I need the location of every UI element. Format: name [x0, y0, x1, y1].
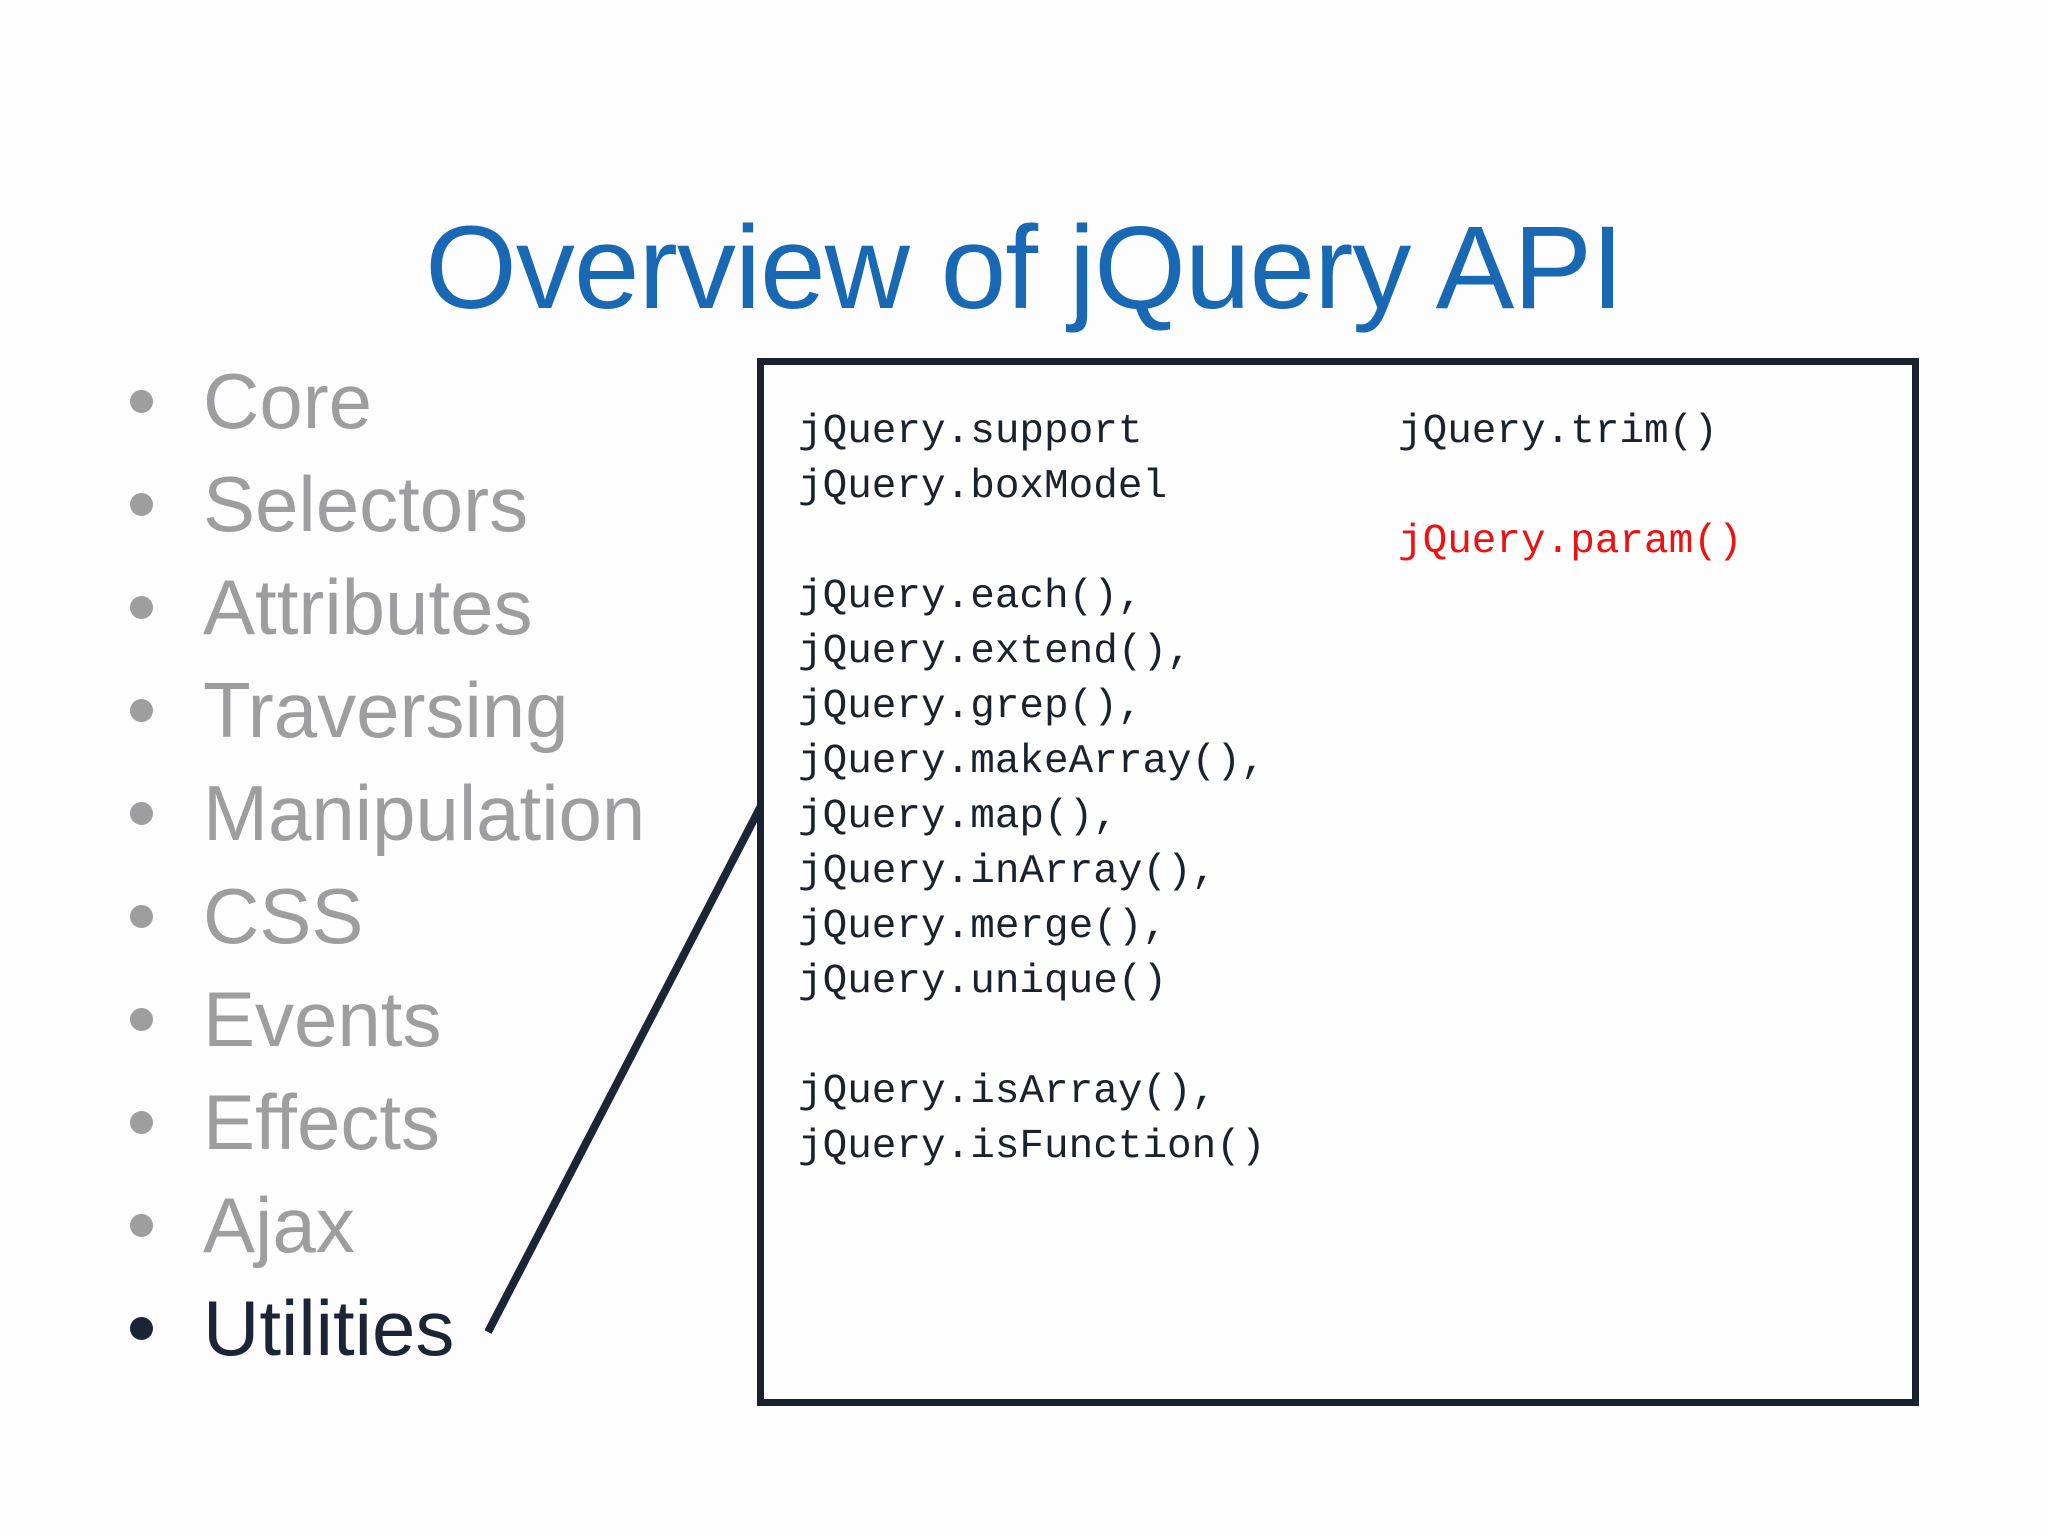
bullet-icon — [130, 493, 153, 516]
list-item-label: CSS — [203, 872, 364, 960]
code-line: jQuery.isArray(), — [798, 1069, 1217, 1115]
bullet-icon — [130, 699, 153, 722]
list-item-ajax: Ajax — [130, 1174, 645, 1277]
code-line: jQuery.unique() — [798, 959, 1168, 1005]
bullet-icon — [130, 1214, 153, 1237]
list-item-traversing: Traversing — [130, 659, 645, 762]
bullet-icon — [130, 905, 153, 928]
code-column-left: jQuery.support jQuery.boxModel jQuery.ea… — [798, 405, 1265, 1175]
list-item-css: CSS — [130, 865, 645, 968]
bullet-icon — [130, 802, 153, 825]
list-item-label: Events — [203, 975, 442, 1063]
list-item-core: Core — [130, 350, 645, 453]
code-line: jQuery.inArray(), — [798, 849, 1217, 895]
code-column-right: jQuery.trim() jQuery.param() — [1398, 405, 1742, 570]
list-item-label: Attributes — [203, 563, 533, 651]
list-item-label: Core — [203, 357, 373, 445]
topic-list: Core Selectors Attributes Traversing Man… — [130, 350, 645, 1380]
list-item-label: Manipulation — [203, 769, 646, 857]
list-item-events: Events — [130, 968, 645, 1071]
list-item-utilities: Utilities — [130, 1277, 645, 1380]
page-title: Overview of jQuery API — [425, 202, 1624, 335]
bullet-icon — [130, 596, 153, 619]
code-box: jQuery.support jQuery.boxModel jQuery.ea… — [757, 358, 1919, 1406]
list-item-effects: Effects — [130, 1071, 645, 1174]
bullet-icon — [130, 1008, 153, 1031]
bullet-icon — [130, 1111, 153, 1134]
list-item-label: Utilities — [203, 1284, 455, 1372]
code-line — [1398, 460, 1742, 515]
code-line: jQuery.trim() — [1398, 409, 1718, 455]
code-line — [798, 515, 1265, 570]
list-item-manipulation: Manipulation — [130, 762, 645, 865]
code-line: jQuery.grep(), — [798, 684, 1143, 730]
bullet-icon — [130, 1317, 153, 1340]
list-item-label: Traversing — [203, 666, 569, 754]
code-line-highlighted: jQuery.param() — [1398, 519, 1743, 565]
code-line: jQuery.makeArray(), — [798, 739, 1266, 785]
bullet-icon — [130, 390, 153, 413]
list-item-label: Selectors — [203, 460, 529, 548]
code-line: jQuery.map(), — [798, 794, 1118, 840]
list-item-selectors: Selectors — [130, 453, 645, 556]
code-line: jQuery.isFunction() — [798, 1124, 1266, 1170]
code-line: jQuery.extend(), — [798, 629, 1192, 675]
list-item-label: Ajax — [203, 1181, 355, 1269]
code-line: jQuery.support — [798, 409, 1143, 455]
code-line: jQuery.boxModel — [798, 464, 1168, 510]
code-line — [798, 1010, 1265, 1065]
code-line: jQuery.merge(), — [798, 904, 1168, 950]
code-line: jQuery.each(), — [798, 574, 1143, 620]
list-item-label: Effects — [203, 1078, 441, 1166]
list-item-attributes: Attributes — [130, 556, 645, 659]
